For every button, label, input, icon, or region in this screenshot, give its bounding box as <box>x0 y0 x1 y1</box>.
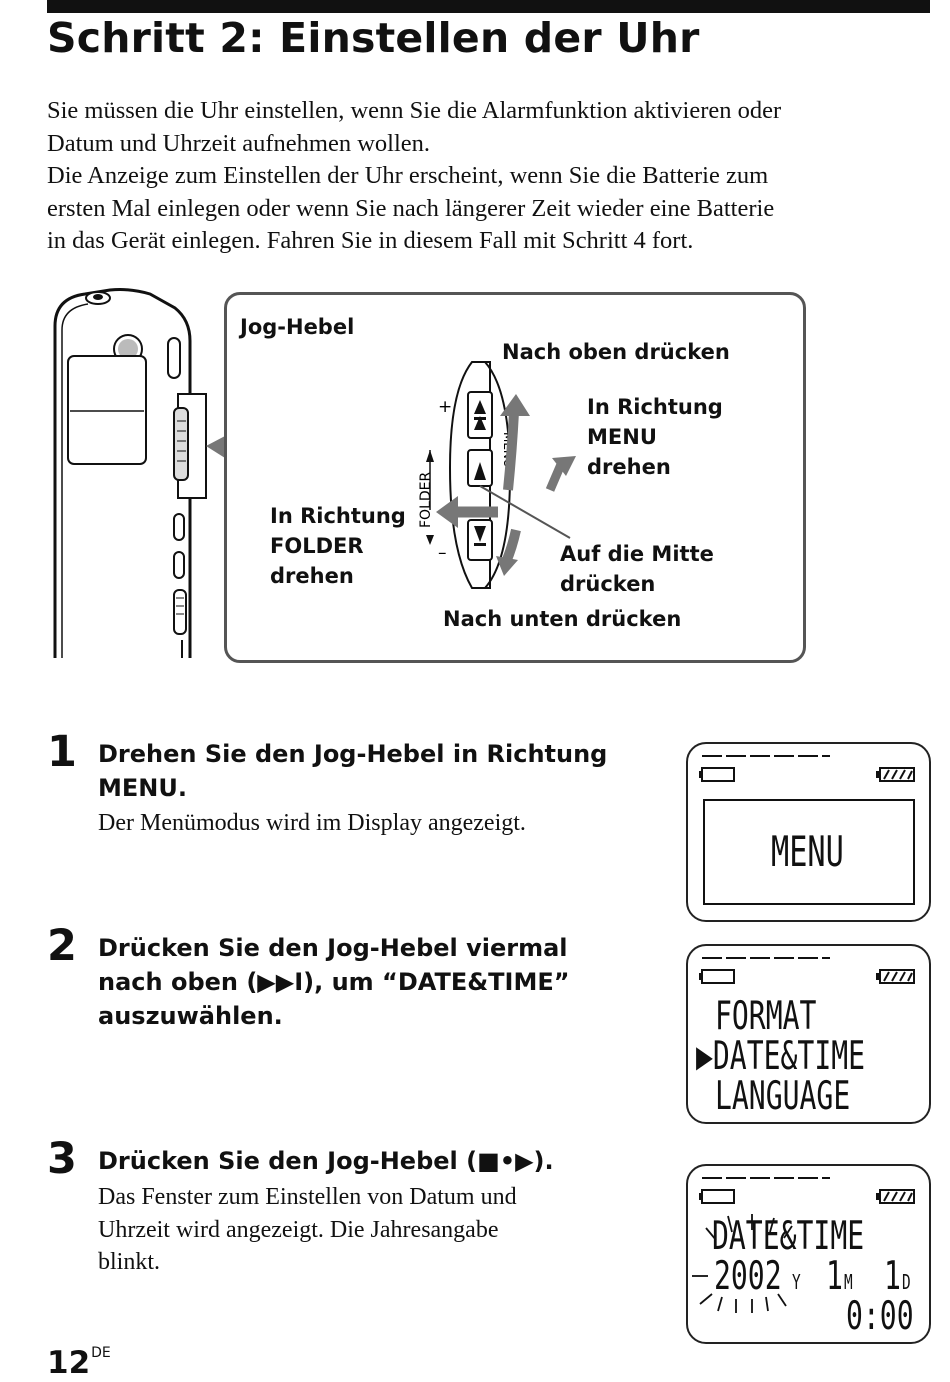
menu-text: MENU <box>771 827 844 876</box>
jog-lever-diagram: + – FOLDER MENU <box>418 361 576 589</box>
page-language-suffix: DE <box>91 1345 111 1361</box>
step-heading-line: Drehen Sie den Jog-Hebel in Richtung <box>98 740 608 768</box>
display-date-time: DATE&TIME 2002 Y 1 M 1 D 0:00 <box>686 1164 931 1344</box>
step-number: 3 <box>47 1134 77 1184</box>
recorder-illustration <box>53 288 225 658</box>
day-unit: D <box>902 1270 911 1294</box>
menu-direction-line: MENU <box>587 425 657 449</box>
step-body-line: blinkt. <box>98 1249 161 1275</box>
memory-icon <box>699 767 735 782</box>
jog-lever-panel <box>224 292 806 663</box>
intro-line: Datum und Uhrzeit aufnehmen wollen. <box>47 129 431 157</box>
step-heading: Drehen Sie den Jog-Hebel in Richtung MEN… <box>98 737 607 805</box>
step-heading: Drücken Sie den Jog-Hebel viermal nach o… <box>98 931 570 1033</box>
step-heading-line: MENU. <box>98 774 187 802</box>
display-menu: MENU <box>686 742 931 922</box>
battery-icon <box>876 1189 915 1204</box>
intro-line: ersten Mal einlegen oder wenn Sie nach l… <box>47 194 775 222</box>
intro-line: in das Gerät einlegen. Fahren Sie in die… <box>47 227 694 254</box>
battery-icon <box>876 767 915 782</box>
folder-direction-line: FOLDER <box>270 534 364 558</box>
step-heading-line: Drücken Sie den Jog-Hebel (■•▶). <box>98 1147 554 1175</box>
page-number-value: 12 <box>47 1345 91 1381</box>
time-value: 0:00 <box>846 1294 914 1339</box>
menu-item-datetime: ▶DATE&TIME <box>696 1034 866 1079</box>
center-press-label: Auf die Mitte drücken <box>560 539 714 599</box>
step-heading-line: auszuwählen. <box>98 1002 283 1030</box>
battery-icon <box>876 969 915 984</box>
step-heading-line: nach oben (▶▶I), um “DATE&TIME” <box>98 968 570 996</box>
menu-direction-line: drehen <box>587 455 671 479</box>
menu-direction-line: In Richtung <box>587 395 723 419</box>
menu-item-language: LANGUAGE <box>715 1074 851 1119</box>
lever-folder-text: FOLDER <box>418 472 434 528</box>
folder-direction-label: In Richtung FOLDER drehen <box>270 501 406 591</box>
menu-direction-label: In Richtung MENU drehen <box>587 392 723 482</box>
blink-rays-icon <box>692 1214 793 1313</box>
step-body-line: Das Fenster zum Einstellen von Datum und <box>98 1184 517 1210</box>
year-value: 2002 <box>714 1254 782 1299</box>
display-menu-list: FORMAT ▶DATE&TIME LANGUAGE <box>686 944 931 1124</box>
center-press-line: Auf die Mitte <box>560 542 714 566</box>
date-time-title: DATE&TIME <box>712 1214 865 1259</box>
folder-direction-line: drehen <box>270 564 354 588</box>
intro-line: Sie müssen die Uhr einstellen, wenn Sie … <box>47 97 782 124</box>
step-heading: Drücken Sie den Jog-Hebel (■•▶). <box>98 1144 554 1178</box>
jog-lever-label: Jog-Hebel <box>240 315 355 339</box>
lever-plus-text: + <box>438 397 452 417</box>
day-value: 1 <box>884 1254 901 1299</box>
step-number: 1 <box>47 727 77 777</box>
center-press-line: drücken <box>560 572 656 596</box>
step-body: Das Fenster zum Einstellen von Datum und… <box>98 1181 517 1279</box>
menu-item-format: FORMAT <box>715 994 817 1039</box>
step-number: 2 <box>47 921 77 971</box>
folder-direction-line: In Richtung <box>270 504 406 528</box>
intro-text: Sie müssen die Uhr einstellen, wenn Sie … <box>47 95 947 258</box>
year-unit: Y <box>792 1270 801 1294</box>
month-value: 1 <box>826 1254 843 1299</box>
step-body-line: Der Menümodus wird im Display angezeigt. <box>98 810 526 836</box>
header-rule <box>47 0 930 13</box>
page-number: 12DE <box>47 1345 111 1381</box>
step-body: Der Menümodus wird im Display angezeigt. <box>98 807 526 840</box>
month-unit: M <box>844 1270 853 1294</box>
intro-line: Die Anzeige zum Einstellen der Uhr ersch… <box>47 162 769 189</box>
step-heading-line: Drücken Sie den Jog-Hebel viermal <box>98 934 568 962</box>
lever-minus-text: – <box>438 543 447 563</box>
page-title: Schritt 2: Einstellen der Uhr <box>47 14 700 62</box>
memory-icon <box>699 1189 735 1204</box>
push-down-label: Nach unten drücken <box>443 607 682 631</box>
step-body-line: Uhrzeit wird angezeigt. Die Jahresangabe <box>98 1216 499 1243</box>
push-up-label: Nach oben drücken <box>502 340 730 364</box>
menu-frame <box>703 799 915 905</box>
memory-icon <box>699 969 735 984</box>
